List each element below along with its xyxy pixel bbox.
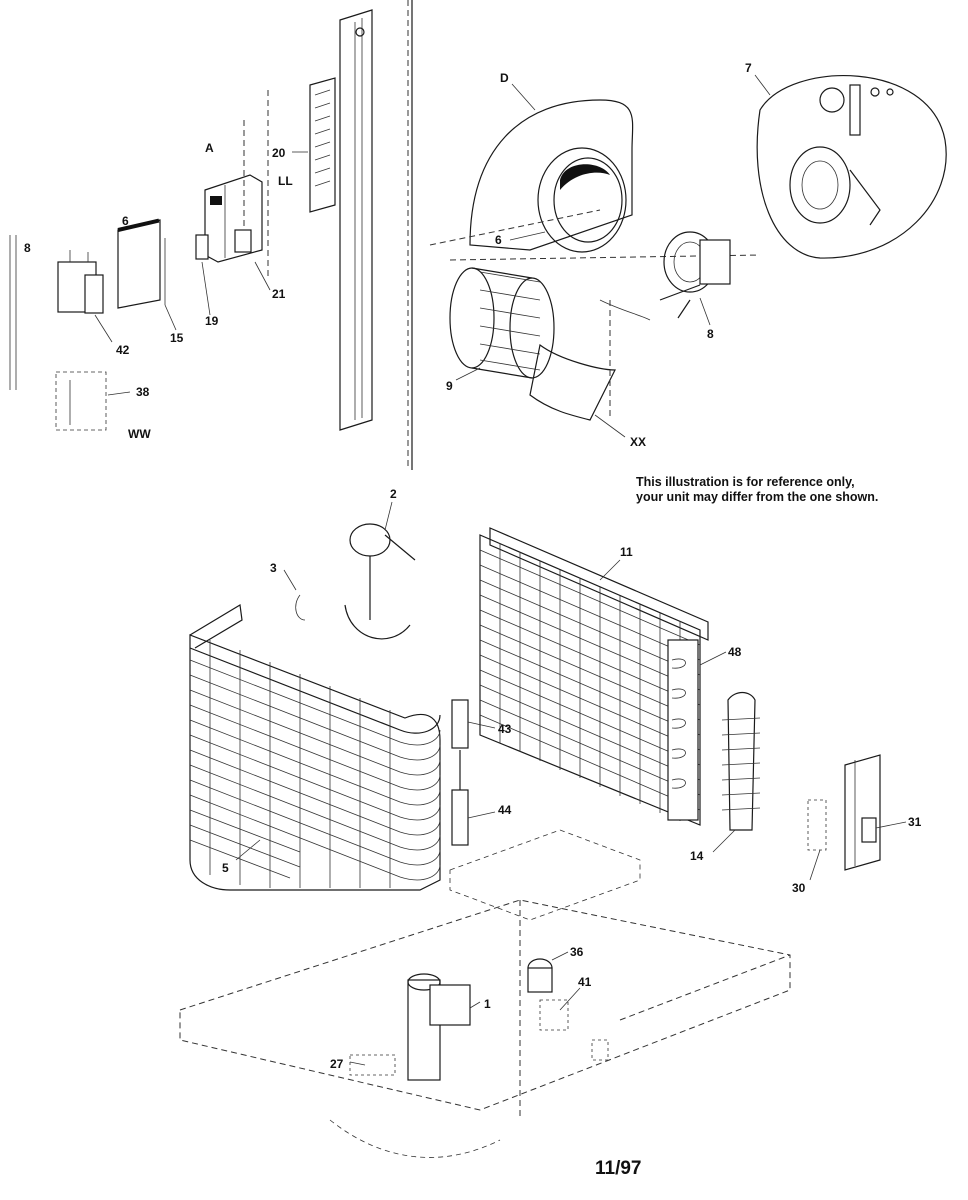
capacitor-illustration	[57, 218, 166, 314]
label-panel-ll: LL	[278, 174, 293, 188]
relay-illustration	[55, 371, 107, 431]
condenser-grille-illustration	[189, 604, 441, 891]
label-side-panel: 8	[24, 241, 31, 255]
valves-43-44-illustration	[451, 699, 469, 846]
accumulator-illustration	[721, 691, 761, 831]
label-coil: 11	[620, 545, 633, 559]
reference-note: This illustration is for reference only,…	[636, 475, 966, 505]
label-fan-blade: 3	[270, 561, 277, 575]
service-valve-illustration	[807, 754, 881, 871]
label-blower-housing: D	[500, 71, 509, 85]
label-accumulator: 14	[690, 849, 704, 863]
label-relay: 38	[136, 385, 150, 399]
leader-lines	[94, 74, 907, 1066]
label-capacitor-bracket: 15	[170, 331, 184, 345]
label-condenser-grille: 5	[222, 861, 229, 875]
base-pan-illustration	[179, 829, 791, 1158]
side-panel-illustration	[243, 9, 373, 431]
label-valve-43: 43	[498, 722, 512, 736]
label-motor: 8	[707, 327, 714, 341]
drier-illustration	[527, 958, 609, 1061]
label-fan-guard: 2	[390, 487, 397, 501]
blower-housing-illustration	[429, 99, 761, 261]
coil-illustration	[479, 527, 709, 826]
reference-note-line-2: your unit may differ from the one shown.	[636, 490, 879, 504]
contactor-illustration	[195, 174, 263, 263]
blower-wheel-illustration	[449, 267, 555, 379]
label-bracket-a: A	[205, 141, 214, 155]
label-shroud: XX	[630, 435, 646, 449]
label-tube-48: 48	[728, 645, 742, 659]
label-fitting: 41	[578, 975, 592, 989]
part-labels: D 7 6 8 9 XX 8 20 LL A 6 21 19 15 42 38 …	[24, 61, 922, 1071]
motor-illustration	[659, 231, 731, 319]
label-control-panel: 20	[272, 146, 286, 160]
label-compressor: 1	[484, 997, 491, 1011]
label-valve-44: 44	[498, 803, 512, 817]
label-drier: 36	[570, 945, 584, 959]
label-contactor: 21	[272, 287, 286, 301]
shroud-illustration	[529, 299, 651, 421]
label-bracket-6b: 6	[122, 214, 129, 228]
label-relay-ww: WW	[128, 427, 151, 441]
fan-blade-illustration	[295, 594, 306, 621]
motor-mount-detail	[756, 75, 947, 259]
date-code: 11/97	[595, 1158, 642, 1179]
fan-guard-illustration	[344, 523, 416, 640]
label-bracket-6: 6	[495, 233, 502, 247]
compressor-illustration	[349, 973, 471, 1081]
label-capacitor: 42	[116, 343, 130, 357]
label-mount: 27	[330, 1057, 344, 1071]
divider-lines	[9, 0, 413, 470]
label-blower-wheel: 9	[446, 379, 453, 393]
label-motor-mount-detail: 7	[745, 61, 752, 75]
label-terminal: 19	[205, 314, 219, 328]
reference-note-line-1: This illustration is for reference only,	[636, 475, 855, 489]
label-valve-bracket: 30	[792, 881, 806, 895]
label-service-valve: 31	[908, 815, 922, 829]
